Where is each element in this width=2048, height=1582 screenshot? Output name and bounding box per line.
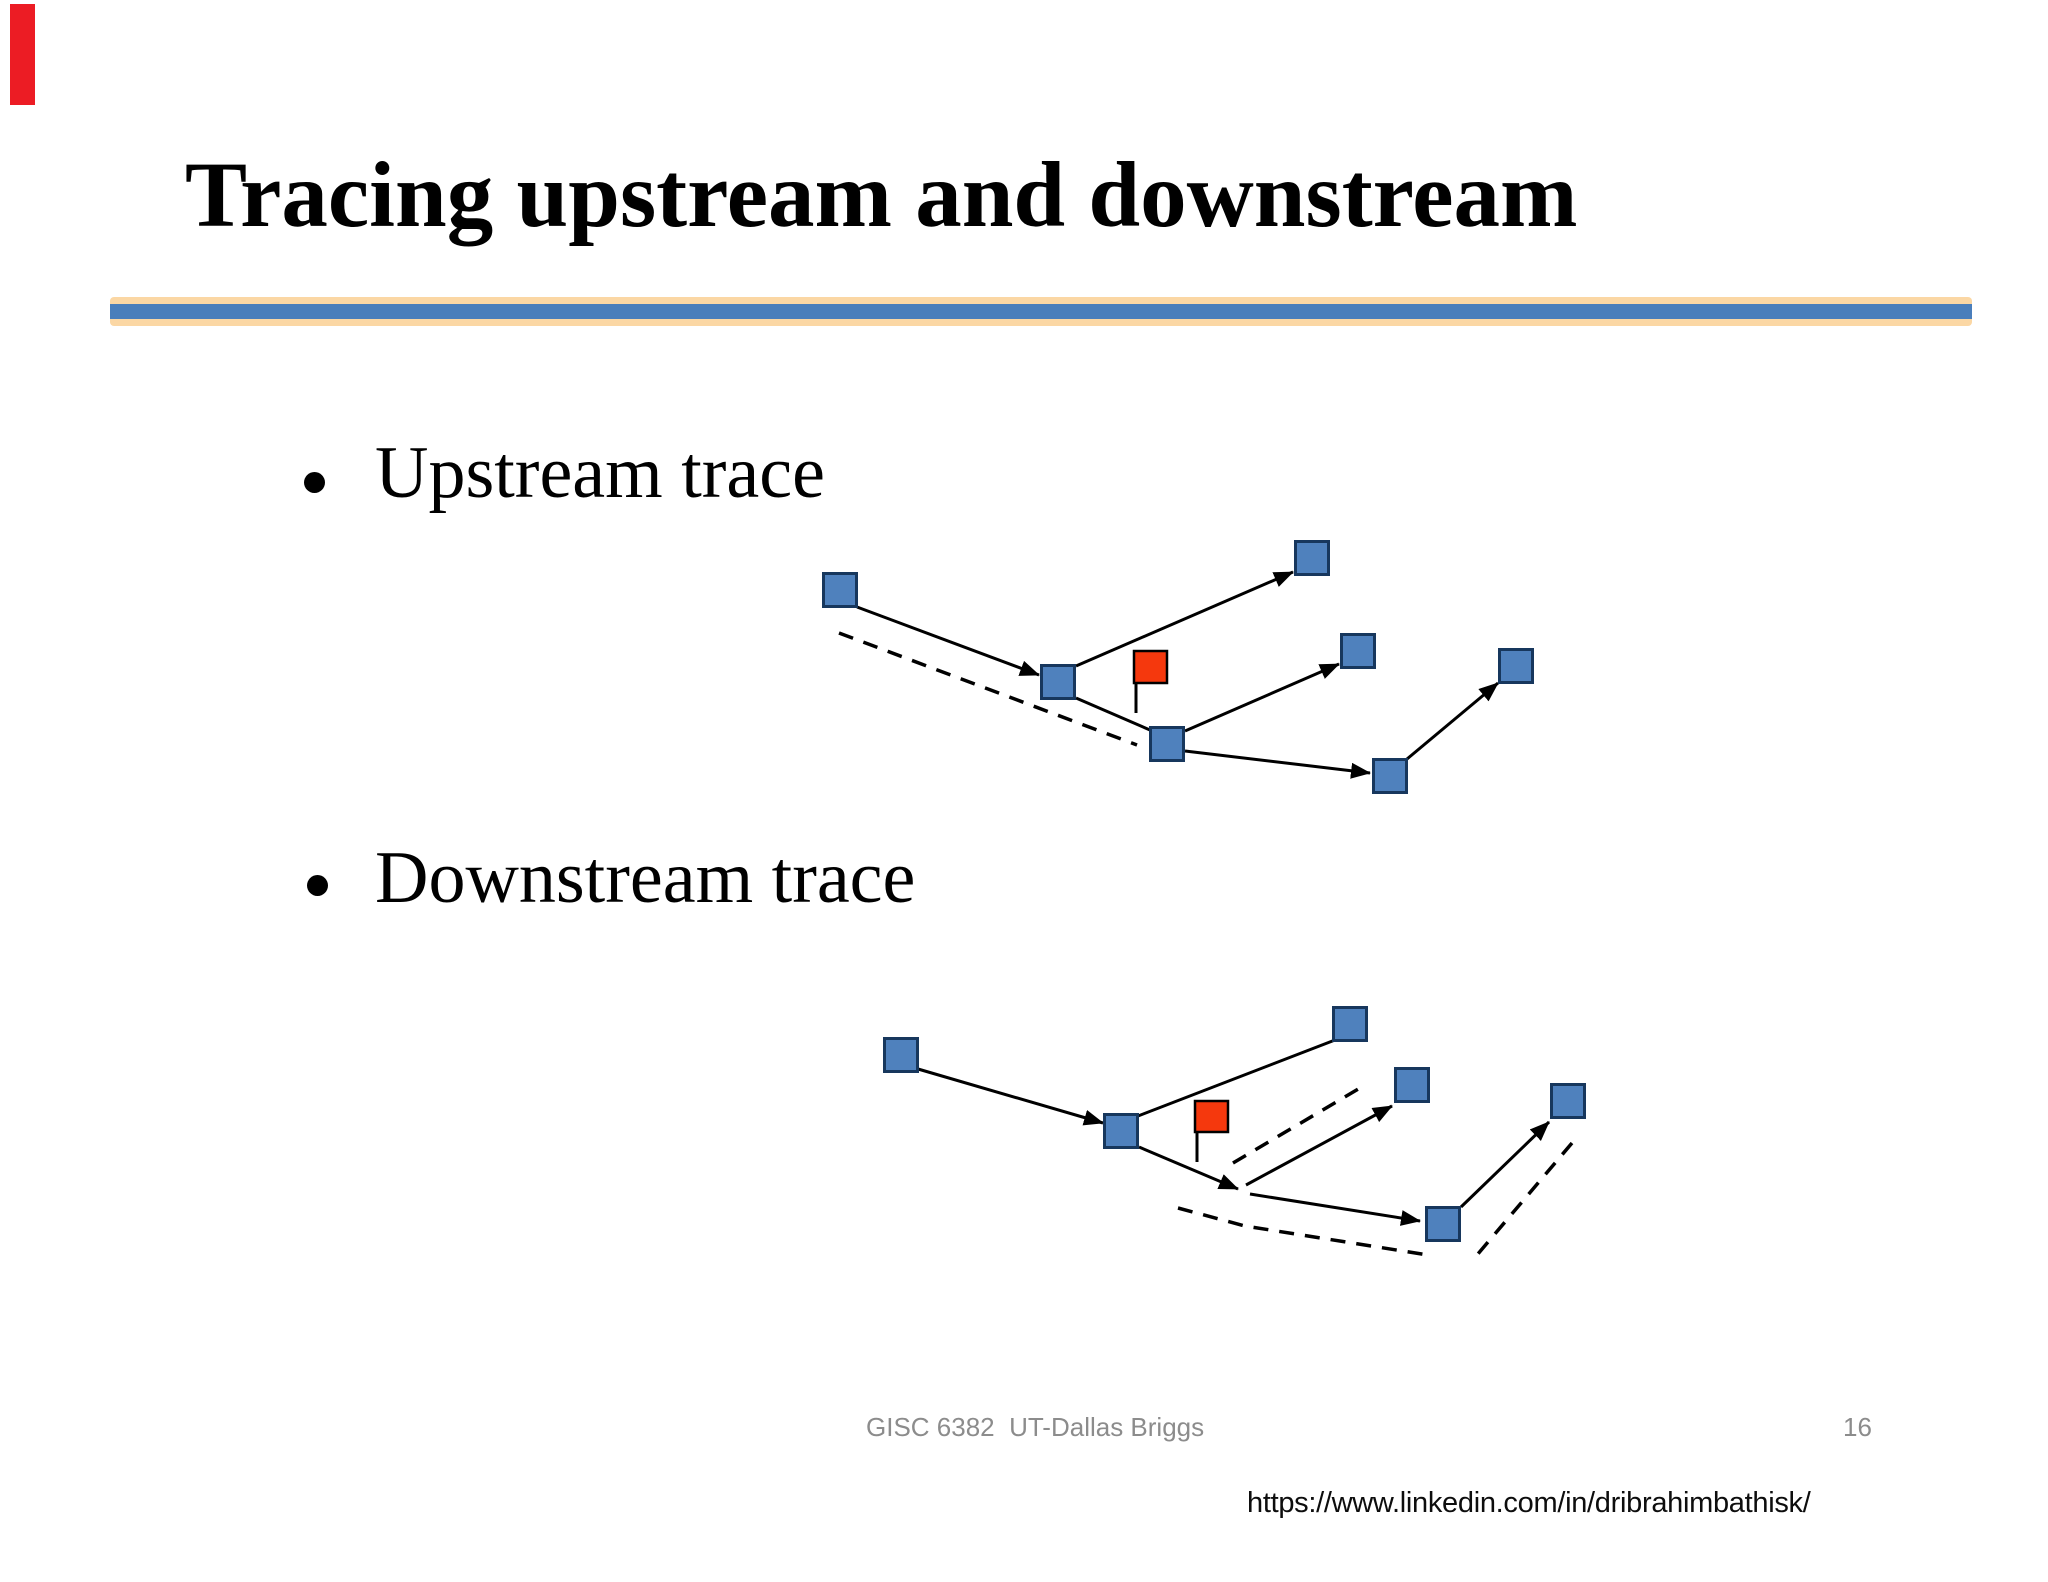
upstream-trace-diagram <box>822 540 1534 794</box>
page-number: 16 <box>1843 1412 1872 1442</box>
flow-arrow <box>917 1067 1104 1126</box>
title-divider-rule <box>110 297 1972 326</box>
flow-arrow <box>1184 662 1340 733</box>
footer-course-label: GISC 6382 UT-Dallas Briggs <box>866 1412 1205 1442</box>
trace-dashed-line <box>1475 1141 1574 1257</box>
flow-line <box>1075 696 1151 732</box>
network-node <box>1040 664 1076 700</box>
flow-line <box>1137 1038 1336 1118</box>
flow-arrow <box>856 605 1040 677</box>
slide-title: Tracing upstream and downstream <box>185 144 1578 247</box>
linkedin-url: https://www.linkedin.com/in/dribrahimbat… <box>1247 1487 1811 1519</box>
network-node <box>822 572 858 608</box>
network-node <box>1103 1113 1139 1149</box>
network-node <box>1332 1006 1368 1042</box>
network-node <box>1149 726 1185 762</box>
bullet-dot-downstream <box>307 875 328 896</box>
flow-arrow <box>1245 1104 1393 1187</box>
flow-arrow <box>1138 1145 1239 1191</box>
network-node <box>1372 758 1408 794</box>
network-node <box>1498 648 1534 684</box>
network-node <box>1340 633 1376 669</box>
bullet-downstream-trace: Downstream trace <box>375 837 916 919</box>
flow-arrow <box>1406 681 1499 761</box>
flow-arrow <box>1075 570 1294 668</box>
trace-dashed-line <box>838 631 1138 747</box>
downstream-trace-diagram <box>883 1006 1586 1257</box>
network-node <box>1425 1206 1461 1242</box>
network-node <box>1394 1067 1430 1103</box>
bullet-dot-upstream <box>304 472 325 493</box>
network-node <box>1294 540 1330 576</box>
network-node <box>883 1037 919 1073</box>
network-node <box>1550 1083 1586 1119</box>
flow-arrow <box>1184 749 1371 779</box>
flow-arrow <box>1249 1192 1421 1226</box>
flag-marker-icon <box>1132 649 1169 685</box>
trace-dashed-line <box>1177 1206 1429 1257</box>
flag-marker-icon <box>1193 1099 1230 1134</box>
trace-dashed-line <box>1232 1083 1366 1165</box>
corner-red-marker <box>10 4 35 105</box>
bullet-upstream-trace: Upstream trace <box>375 432 825 514</box>
flow-arrow <box>1459 1120 1551 1209</box>
